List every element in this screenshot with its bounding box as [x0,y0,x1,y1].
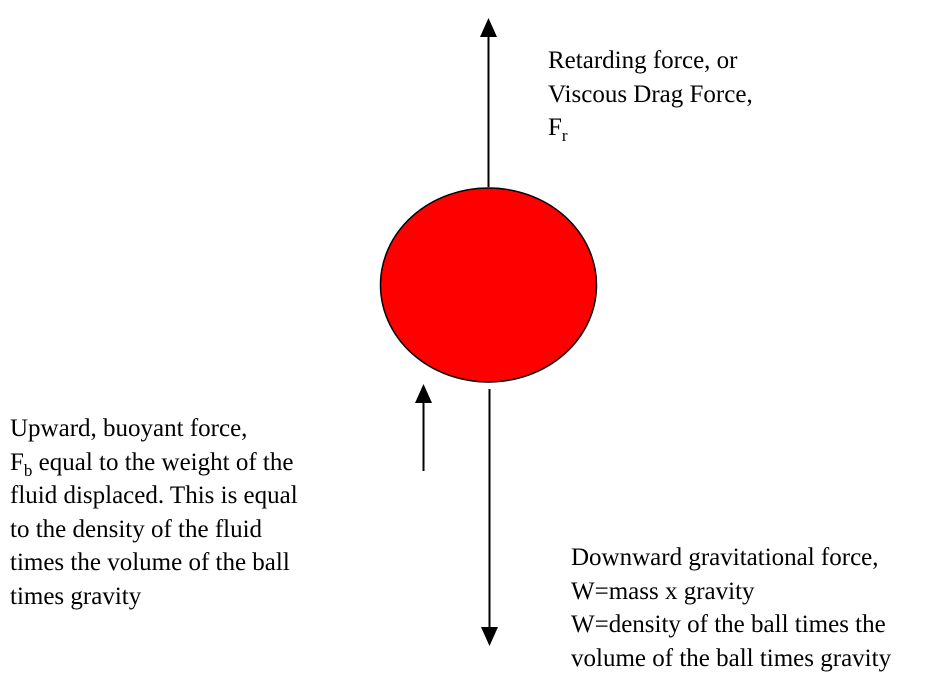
buoyant-label-line-3: fluid displaced. This is equal [10,482,298,509]
buoyant-label-line-5: times the volume of the ball [10,549,290,576]
buoyant-label-line-1: Upward, buoyant force, [10,415,248,442]
gravity-label-line-1: Downward gravitational force, [571,544,879,571]
buoyant-label-line-6: times gravity [10,582,142,610]
drag-symbol-letter: F [548,114,562,141]
gravity-label-line-4: volume of the ball times gravity [571,644,892,672]
buoyant-force-label: Upward, buoyant force, Fb equal to the w… [10,412,298,613]
gravity-label-line-2: W=mass x gravity [571,577,755,605]
falling-ball [379,187,598,383]
gravity-force-label: Downward gravitational force, W=mass x g… [571,541,891,675]
buoyant-symbol-subscript: b [23,460,33,480]
gravity-force-arrowhead [481,627,498,646]
drag-force-label: Retarding force, or Viscous Drag Force, … [548,44,753,145]
drag-force-arrow [480,18,497,187]
buoyant-label-line-2: Fb equal to the weight of the [10,446,298,480]
buoyant-label-line-2-text: equal to the weight of the [32,448,294,476]
gravity-force-arrow [481,389,498,646]
buoyant-force-arrowhead [415,384,432,403]
gravity-label-line-3: W=density of the ball times the [571,611,886,638]
buoyant-force-arrow [415,384,432,471]
buoyant-label-line-4: to the density of the fluid [10,515,263,543]
drag-force-symbol: Fr [548,111,753,145]
drag-label-line-2: Viscous Drag Force, [548,80,753,108]
drag-symbol-subscript: r [561,126,568,145]
drag-force-arrowhead [480,18,497,37]
drag-label-line-1: Retarding force, or [548,47,738,74]
buoyant-symbol-letter: F [10,448,24,476]
